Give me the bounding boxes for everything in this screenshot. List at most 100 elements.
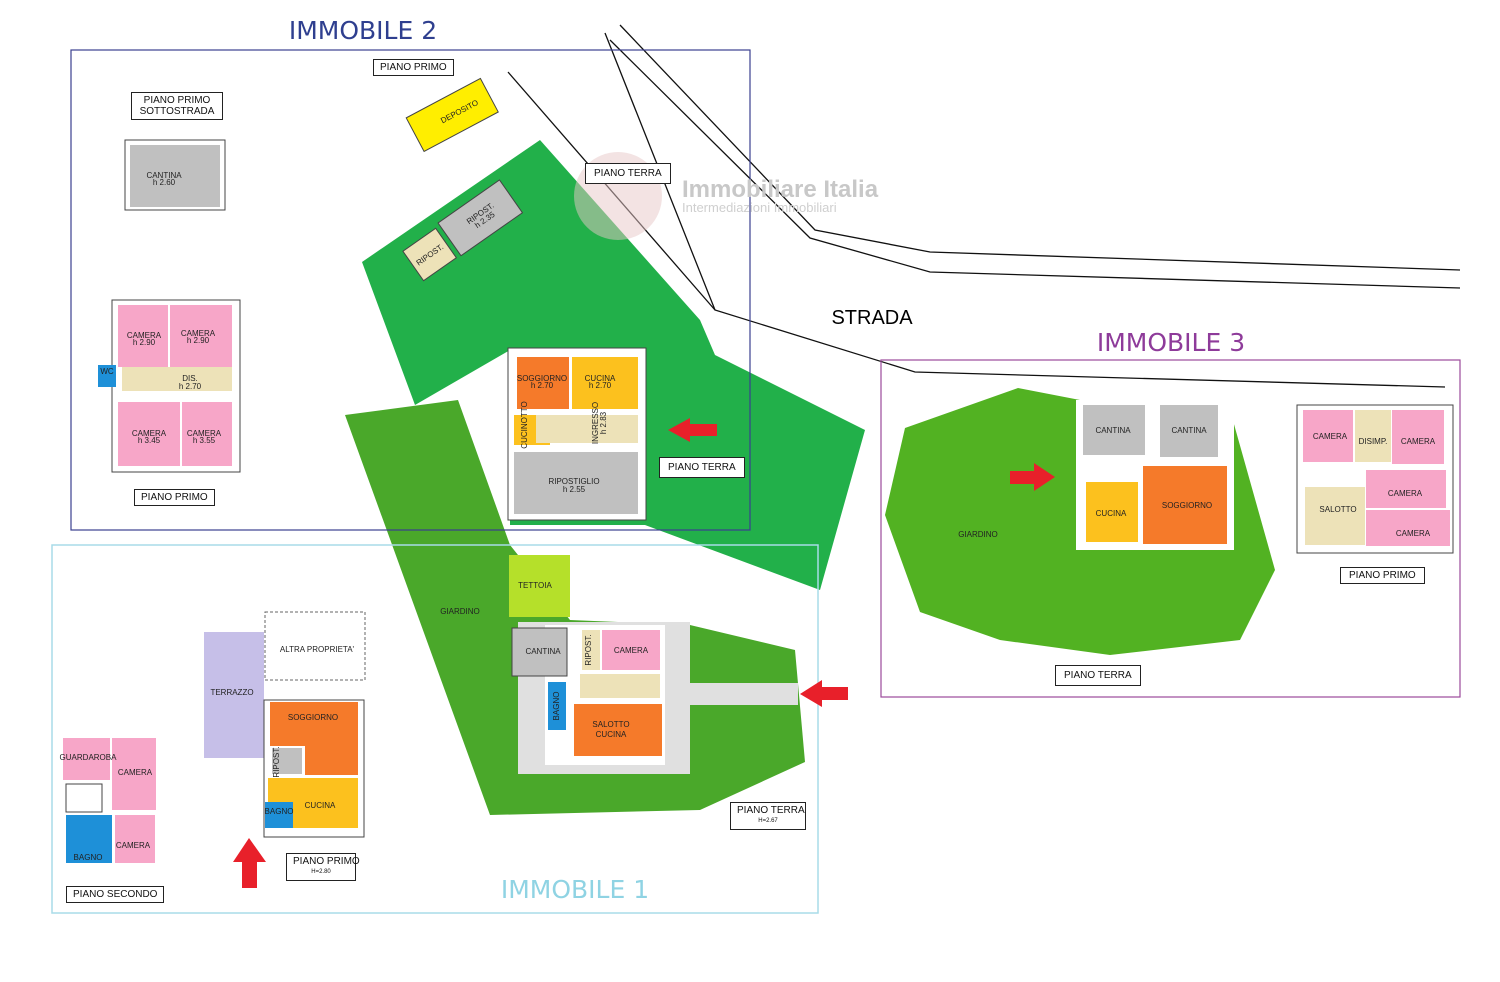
floor-label: PIANO PRIMO H=2.80: [286, 853, 360, 881]
room-camera: [1366, 470, 1446, 508]
room-soggiorno: [517, 357, 569, 409]
room-label: CUCINA: [585, 374, 616, 383]
room-label: CAMERA: [614, 646, 649, 655]
room-label: RIPOSTIGLIO: [548, 477, 599, 486]
room-height: h 2.90: [133, 338, 156, 347]
immobile-1-frame: [51, 544, 819, 914]
room-soggiorno: [1143, 466, 1227, 544]
room-camera: [602, 630, 660, 670]
watermark-tagline: Intermediazioni Immobiliari: [682, 200, 837, 215]
room-soggiorno: [270, 702, 358, 746]
room-cantina: [1083, 405, 1145, 455]
room-label: CUCINA: [305, 801, 336, 810]
room-height: h 2.60: [153, 178, 176, 187]
room-label: ALTRA PROPRIETA': [280, 645, 355, 654]
room-label: CAMERA: [181, 329, 216, 338]
room-terrazzo: [204, 632, 264, 758]
floor-label: PIANO PRIMO: [373, 59, 454, 76]
room-camera: [1392, 410, 1444, 464]
room-label: BAGNO: [265, 807, 294, 816]
immobile-3-frame: [880, 359, 1461, 698]
floor-label: PIANO TERRA: [659, 457, 745, 478]
room-label: RIPOST.: [584, 634, 593, 665]
road-line: [619, 24, 1461, 271]
entrance-arrow-icon: [233, 838, 266, 888]
floor-label: PIANO TERRA: [1055, 665, 1141, 686]
room-label: CANTINA: [1095, 426, 1131, 435]
room-camera: [170, 305, 232, 367]
garden-label: GIARDINO: [440, 607, 480, 616]
room-height: h 2.70: [589, 381, 612, 390]
room-label: SOGGIORNO: [1162, 501, 1212, 510]
room-label: CAMERA: [118, 768, 153, 777]
room-label: CANTINA: [146, 171, 182, 180]
floor-label: PIANO PRIMO: [1340, 567, 1425, 584]
room-label: BAGNO: [552, 692, 561, 721]
room-label: CUCINOTTO: [520, 401, 529, 448]
room-label: WC: [100, 367, 114, 376]
room-ripostiglio: [514, 452, 638, 514]
room-label: CAMERA: [116, 841, 151, 850]
room-label: DISIMP.: [1359, 437, 1388, 446]
room-ripost: [272, 748, 302, 774]
room-cantina: [511, 627, 568, 677]
room-deposito: [405, 77, 499, 153]
room-label: SOGGIORNO: [288, 713, 338, 722]
road-label: STRADA: [831, 307, 913, 329]
room-label: CAMERA: [127, 331, 162, 340]
room-bagno: [66, 815, 112, 863]
room-cucina: [572, 357, 638, 409]
room-tettoia: [509, 555, 570, 617]
room-height: h 2.90: [187, 336, 210, 345]
room-wc: [98, 365, 116, 387]
room-camera: [118, 305, 168, 367]
room-height: h 2.55: [563, 485, 586, 494]
floor-label-text: PIANO TERRA: [737, 805, 805, 816]
room-ingresso: [536, 415, 638, 443]
room-label: CANTINA: [525, 647, 561, 656]
room-label: TERRAZZO: [210, 688, 253, 697]
room-label: BAGNO: [74, 853, 103, 862]
room-camera: [1303, 410, 1353, 462]
access-path: [690, 683, 798, 705]
room-camera: [1366, 510, 1450, 546]
room-ripost: [402, 227, 458, 282]
room-camera: [115, 815, 155, 863]
room-height: h 2.70: [531, 381, 554, 390]
room-camera: [118, 402, 180, 466]
room-label: CUCINA: [1096, 509, 1127, 518]
room-label: DIS.: [182, 374, 198, 383]
room-salotto: [1305, 487, 1365, 545]
room-label: CAMERA: [1396, 529, 1431, 538]
entrance-arrow-icon: [668, 418, 717, 442]
room-dis: [122, 367, 232, 391]
room-ingresso: [580, 674, 660, 698]
room-guardaroba: [63, 738, 110, 780]
room-ripost: [582, 630, 600, 670]
room-cantina: [130, 145, 220, 207]
floor-label: PIANO TERRA H=2.67: [730, 802, 806, 830]
room-label: CAMERA: [132, 429, 167, 438]
room-label: CUCINA: [596, 730, 627, 739]
room-cucina: [1086, 482, 1138, 542]
room-ripost: [437, 179, 524, 257]
room-label: CANTINA: [1171, 426, 1207, 435]
immobile-3-title: IMMOBILE 3: [1097, 328, 1245, 357]
watermark-brand: Immobiliare Italia: [682, 176, 879, 203]
garden-label: GIARDINO: [958, 530, 998, 539]
room-bagno: [548, 682, 566, 730]
floor-height: H=2.67: [758, 818, 778, 824]
room-salotto-cucina: [574, 704, 662, 756]
room-label: CAMERA: [1388, 489, 1423, 498]
floor-label: PIANO PRIMO: [134, 489, 215, 506]
room-label: CAMERA: [1313, 432, 1348, 441]
room-label: CAMERA: [187, 429, 222, 438]
room-height: h 2.70: [179, 382, 202, 391]
room-disimp: [1355, 410, 1391, 462]
immobile-1-title: IMMOBILE 1: [501, 875, 649, 904]
room-camera: [182, 402, 232, 466]
immobile-2-title: IMMOBILE 2: [289, 16, 437, 45]
room-label: SALOTTO: [1319, 505, 1356, 514]
room-height: h 3.55: [193, 436, 216, 445]
